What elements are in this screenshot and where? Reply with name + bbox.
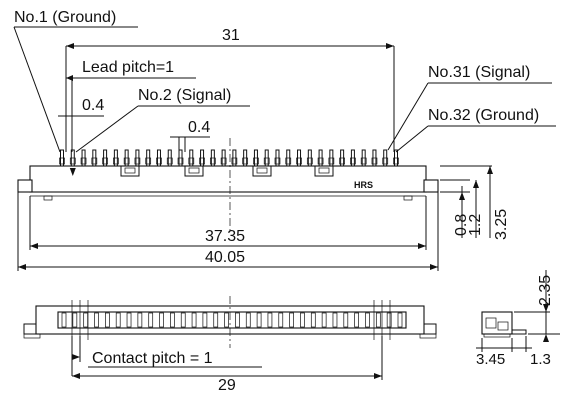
dim-bottom-span: 29 — [218, 377, 236, 394]
latch-row — [120, 166, 334, 177]
pin-tip — [113, 157, 119, 165]
contact — [278, 312, 284, 328]
dim-side-height: 2.35 — [537, 275, 554, 306]
pin-tip — [123, 157, 130, 165]
pin-tip — [220, 157, 227, 165]
contact — [256, 312, 262, 328]
pin-tip — [188, 157, 195, 165]
contact — [354, 312, 359, 328]
contact — [300, 312, 305, 328]
pin-tip — [242, 157, 249, 165]
contact — [61, 312, 67, 328]
pin-tip — [69, 157, 76, 165]
contact — [94, 312, 99, 328]
dim-top-span: 31 — [222, 27, 240, 44]
latch — [314, 166, 334, 177]
pin-row-front — [59, 149, 399, 176]
contact — [115, 312, 121, 328]
contact — [365, 312, 370, 328]
connector-front-view: HRS — [17, 149, 439, 201]
contact — [137, 312, 143, 328]
pin-tip — [253, 157, 259, 165]
label-contact-pitch: Contact pitch = 1 — [92, 350, 213, 367]
contact — [267, 312, 273, 328]
pin-tip — [317, 157, 324, 165]
pin-tip — [59, 157, 65, 165]
dim-height-0-8: 0.8 — [453, 214, 470, 236]
pin-tip — [177, 157, 184, 165]
contact — [148, 312, 154, 328]
contact — [321, 312, 327, 328]
latch — [120, 166, 140, 177]
latch-window — [256, 167, 268, 174]
contact — [72, 312, 78, 328]
pin-tip — [360, 157, 367, 165]
contact — [224, 312, 229, 328]
pin-tip — [134, 157, 141, 165]
dim-side-depth: 3.45 — [476, 351, 505, 368]
pin-tip — [80, 157, 87, 165]
contact — [397, 312, 403, 328]
dim-height-3-25: 3.25 — [493, 209, 510, 240]
pin-tip — [382, 157, 389, 165]
pin-tip — [371, 157, 378, 165]
contact — [343, 312, 349, 328]
latch-window — [124, 167, 136, 174]
pin-tip — [102, 157, 108, 165]
contact — [310, 312, 316, 328]
pin-tip — [339, 157, 345, 165]
latch-window — [188, 167, 200, 174]
label-no32: No.32 (Ground) — [428, 107, 539, 124]
pin-tip — [263, 157, 270, 165]
label-no2: No.2 (Signal) — [138, 87, 231, 104]
contact — [159, 312, 164, 328]
contact — [202, 312, 208, 328]
label-lead-pitch: Lead pitch=1 — [82, 59, 174, 76]
pin-tip — [209, 157, 216, 165]
dim-lead-width: 0.4 — [82, 97, 104, 114]
pin-tip — [350, 157, 356, 165]
contact — [126, 312, 132, 328]
connector-side-view — [481, 311, 527, 338]
contact — [105, 312, 110, 328]
contact — [180, 312, 186, 328]
latch-window — [318, 167, 330, 174]
contact-row-bottom — [61, 300, 403, 340]
pin-tip — [393, 157, 399, 165]
latch — [184, 166, 204, 177]
pin-tip — [328, 157, 335, 165]
contact — [375, 312, 381, 328]
pin-tip — [145, 157, 152, 165]
dim-inner-length: 37.35 — [205, 228, 245, 245]
dim-lead-gap: 0.4 — [188, 119, 210, 136]
pin-tip — [231, 157, 238, 165]
dim-overall-length: 40.05 — [205, 249, 245, 266]
label-no1: No.1 (Ground) — [14, 9, 116, 26]
dim-side-offset: 1.3 — [530, 351, 551, 368]
pin-tip — [156, 157, 162, 165]
dim-height-1-2: 1.2 — [467, 214, 484, 236]
contact — [245, 312, 251, 328]
latch — [252, 166, 272, 177]
contact — [170, 312, 175, 328]
contact — [213, 312, 219, 328]
contact — [235, 312, 240, 328]
contact — [289, 312, 294, 328]
brand-mark: HRS — [354, 180, 373, 190]
pin-tip — [285, 157, 292, 165]
contact — [332, 312, 338, 328]
pin-tip — [306, 157, 313, 165]
pin-tip — [91, 157, 98, 165]
pin-tip — [199, 157, 205, 165]
pin-tip — [274, 157, 281, 165]
contact — [191, 312, 197, 328]
pin-marker — [69, 168, 76, 176]
label-no31: No.31 (Signal) — [428, 64, 530, 81]
pin-tip — [296, 157, 302, 165]
contact — [386, 312, 392, 328]
pin-tip — [166, 157, 173, 165]
